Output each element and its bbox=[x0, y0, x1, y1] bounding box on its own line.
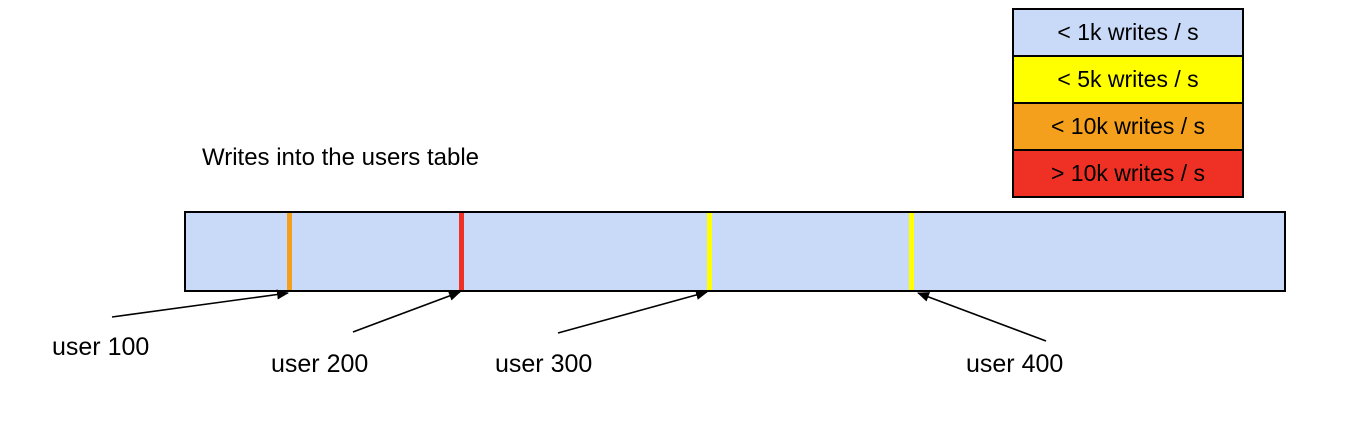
legend-item-lt-1k: < 1k writes / s bbox=[1014, 10, 1242, 55]
user-100-label: user 100 bbox=[52, 333, 150, 361]
arrow-user-200 bbox=[352, 291, 461, 333]
legend-item-lt-5k: < 5k writes / s bbox=[1014, 55, 1242, 102]
hotspot-marker-user-400 bbox=[909, 213, 914, 290]
user-300-label: user 300 bbox=[495, 350, 593, 378]
hotspot-marker-user-100 bbox=[287, 213, 292, 290]
hotspot-marker-user-300 bbox=[707, 213, 712, 290]
arrow-user-300 bbox=[557, 290, 708, 334]
write-rate-legend: < 1k writes / s < 5k writes / s < 10k wr… bbox=[1012, 8, 1244, 198]
legend-item-label: > 10k writes / s bbox=[1050, 160, 1206, 186]
arrow-user-400 bbox=[917, 292, 1047, 342]
legend-item-label: < 5k writes / s bbox=[1057, 66, 1199, 92]
users-table-keyspace-band bbox=[184, 211, 1286, 292]
user-400-label: user 400 bbox=[966, 350, 1064, 378]
legend-item-lt-10k: < 10k writes / s bbox=[1014, 102, 1242, 149]
hotspot-marker-user-200 bbox=[459, 213, 464, 290]
diagram-title: Writes into the users table bbox=[202, 144, 480, 171]
legend-item-label: < 1k writes / s bbox=[1057, 19, 1199, 45]
user-200-label: user 200 bbox=[271, 350, 369, 378]
legend-item-label: < 10k writes / s bbox=[1050, 113, 1206, 139]
legend-item-gt-10k: > 10k writes / s bbox=[1014, 149, 1242, 196]
arrow-user-100 bbox=[111, 289, 289, 318]
